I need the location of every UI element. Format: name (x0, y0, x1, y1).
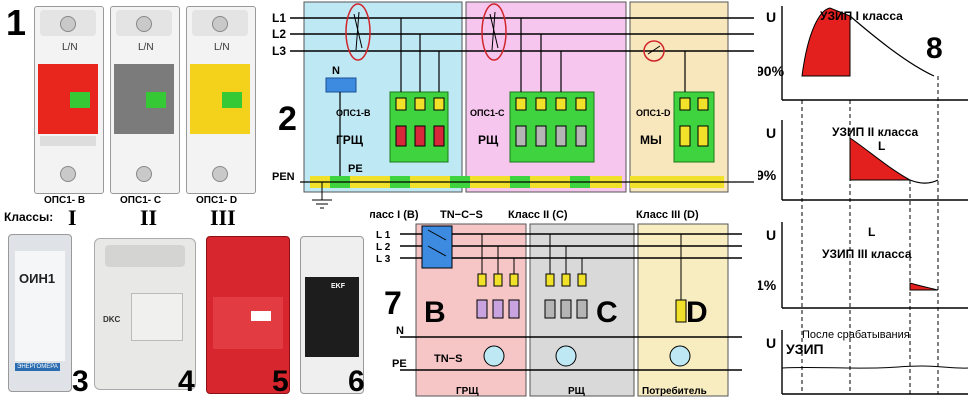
device-name-d: ОПС1- D (196, 195, 238, 206)
label-photo-6: 6 (348, 365, 365, 398)
device-face-label: L/N (62, 42, 78, 53)
device3-text: ОИН1 (19, 271, 56, 286)
label-photo-1: 1 (6, 2, 27, 43)
graph3-title: УЗИП III класса (822, 247, 912, 261)
device-name-b: ОПС1- B (44, 195, 86, 206)
zone-d-letter: D (686, 296, 708, 329)
zone-c-letter: C (596, 296, 618, 329)
graph1-level: 90% (758, 63, 785, 79)
n-bus (325, 77, 357, 93)
diagram-7-svg: Класс I (B) TN−C−S Класс II (C) Класс II… (370, 209, 742, 397)
graph2-level: 9% (758, 167, 777, 183)
device-ops1-c: L/N (110, 6, 180, 194)
device-dkc: DKC (94, 238, 196, 390)
pulse-1 (801, 7, 851, 77)
class-i-header: Класс I (B) (370, 209, 419, 221)
device-oin1: ОИН1 ЭНЕРГОМЕРА (8, 234, 72, 392)
graph1-title: УЗИП I класса (820, 9, 903, 23)
tncs-header: TN−C−S (440, 209, 483, 221)
graph4-title: После срабатывания (802, 329, 910, 341)
l3-label-7: L 3 (376, 254, 391, 265)
pulse-3 (909, 282, 939, 291)
classes-label: Классы: (4, 210, 54, 224)
graph3-l: L (868, 225, 875, 239)
u-axis-3: U (766, 227, 776, 243)
n-label-7: N (396, 325, 404, 337)
line-l1-label: L1 (272, 11, 286, 25)
class-roman-1: I (68, 205, 77, 230)
line-l2-label: L2 (272, 27, 286, 41)
diagram-2-svg: L1 L2 L3 N ОПС1-B ГРЩ ОПС1-C РЩ ОПС1-D М… (272, 1, 754, 209)
n-label: N (332, 65, 340, 77)
device6-brand: EKF (331, 283, 345, 290)
u-axis-1: U (766, 9, 776, 25)
class-ii-header: Класс II (C) (508, 209, 568, 221)
spd-ops1-d: ОПС1-D (636, 108, 671, 118)
spd-ops1-c: ОПС1-C (470, 108, 505, 118)
device-ekf: EKF (300, 236, 364, 394)
breaker-mark-2 (481, 3, 507, 61)
pe-label-7: PE (392, 358, 407, 370)
graph2-l: L (878, 139, 885, 153)
pen-label: PEN (272, 171, 295, 183)
board-my: МЫ (640, 133, 662, 147)
label-graph-8: 8 (926, 32, 943, 65)
spd-ops1-b: ОПС1-B (336, 108, 371, 118)
device4-brand: DKC (103, 315, 121, 324)
label-photo-5: 5 (272, 365, 289, 398)
label-photo-3: 3 (72, 365, 89, 398)
breaker-block (421, 225, 453, 269)
graph2-title: УЗИП II класса (832, 125, 919, 139)
pulse-2 (849, 137, 911, 181)
u-axis-4: U (766, 335, 776, 351)
class-roman-2: II (140, 205, 158, 230)
tns-label: TN−S (434, 353, 462, 365)
l1-label-7: L 1 (376, 230, 391, 241)
graph3-level: 1% (758, 277, 777, 293)
board-grsch: ГРЩ (336, 133, 364, 147)
u-axis-2: U (766, 125, 776, 141)
pe-label-2: PE (348, 163, 363, 175)
line-l3-label: L3 (272, 44, 286, 58)
device-name-c: ОПС1- C (120, 195, 162, 206)
zone-b-board: ГРЩ (456, 386, 479, 397)
label-photo-4: 4 (178, 365, 195, 398)
zone-b-letter: B (424, 296, 446, 329)
zone-d-board: Потребитель (642, 385, 707, 397)
breaker-mark-1 (345, 3, 371, 61)
class-iii-header: Класс III (D) (636, 209, 699, 221)
label-diagram-7: 7 (384, 285, 402, 321)
device-ops1-d: L/N (186, 6, 256, 194)
label-diagram-2: 2 (278, 100, 297, 138)
board-rsch: РЩ (478, 133, 499, 147)
class-roman-3: III (210, 205, 236, 230)
graph4-title2: УЗИП (786, 341, 824, 357)
device-face-label: L/N (138, 42, 154, 53)
device-ops1-b: L/N (34, 6, 104, 194)
device-red-spd (206, 236, 290, 394)
device3-brand: ЭНЕРГОМЕРА (15, 363, 60, 371)
breaker-mark-3 (643, 40, 665, 62)
l2-label-7: L 2 (376, 242, 391, 253)
graphs-8-svg: U U U U УЗИП I класса 90% 8 УЗИП II клас… (758, 6, 969, 395)
zone-c-board: РЩ (568, 386, 586, 397)
device-face-label: L/N (214, 42, 230, 53)
